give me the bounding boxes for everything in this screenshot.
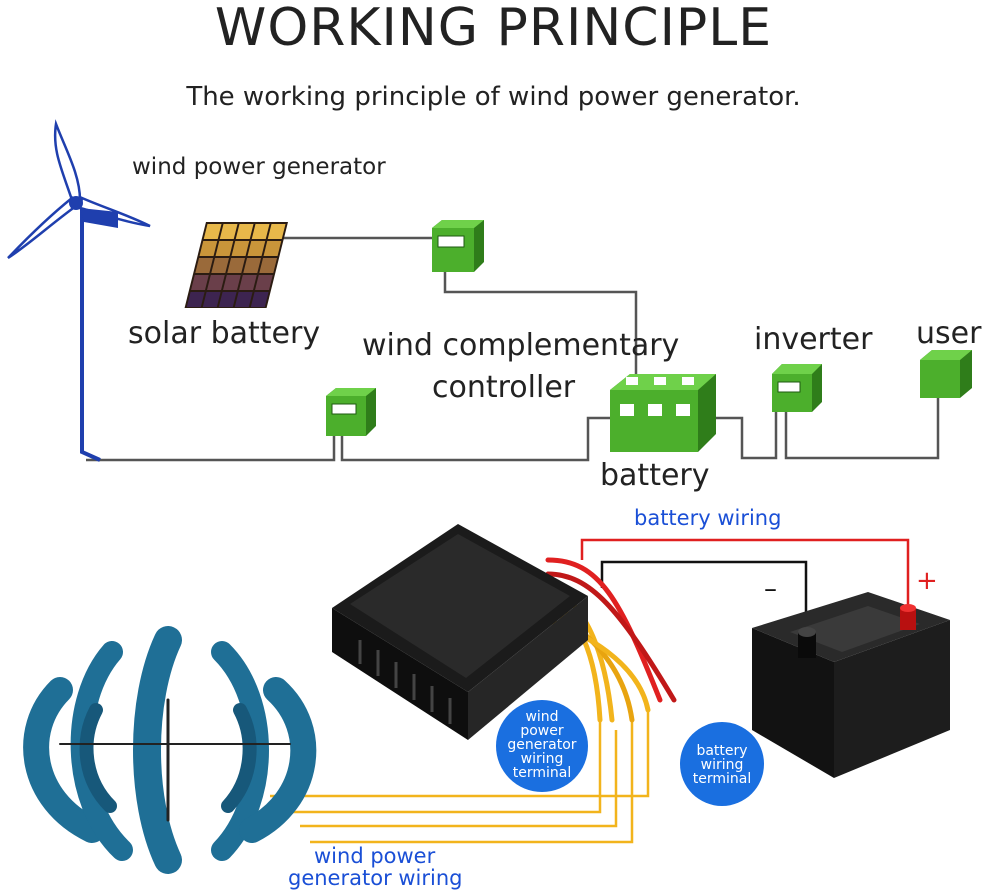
solar-cell — [231, 241, 250, 256]
user-box-icon — [920, 350, 972, 398]
label-plus: + — [916, 566, 938, 596]
controller-box-icon — [432, 220, 484, 272]
label-battery-wiring: battery wiring — [634, 506, 782, 530]
solar-cell — [251, 224, 270, 239]
page-subtitle: The working principle of wind power gene… — [186, 82, 801, 112]
charge-controller-icon — [332, 524, 588, 740]
solar-cell — [239, 275, 257, 290]
label-wind-power: wind power — [314, 844, 436, 868]
inverter-box-icon — [772, 364, 822, 412]
lantern-turbine-icon — [23, 626, 317, 874]
solar-cell — [234, 292, 253, 307]
label-generator-terminal: wind power generator wiring terminal — [507, 709, 577, 781]
solar-cell — [195, 258, 214, 273]
solar-cell — [255, 275, 273, 290]
label-minus: – — [764, 574, 777, 604]
car-battery-icon — [752, 592, 950, 778]
solar-cell — [207, 275, 225, 290]
label-wind-power-generator: wind power generator — [132, 154, 386, 180]
solar-cell — [199, 241, 218, 256]
label-controller: controller — [432, 370, 576, 405]
solar-cell — [259, 258, 278, 273]
solar-cell — [203, 224, 222, 239]
generator-wires — [270, 710, 650, 844]
solar-cell — [191, 275, 209, 290]
label-wind-complementary: wind complementary — [362, 328, 680, 363]
label-inverter: inverter — [754, 322, 873, 357]
system-schematic — [7, 119, 972, 462]
label-user: user — [916, 316, 982, 351]
solar-cell — [250, 292, 269, 307]
solar-cell — [243, 258, 262, 273]
label-solar-battery: solar battery — [128, 316, 321, 351]
solar-cell — [267, 224, 286, 239]
page-title: WORKING PRINCIPLE — [214, 0, 773, 58]
label-battery: battery — [600, 458, 710, 493]
solar-cell — [219, 224, 238, 239]
schematic-wires — [86, 236, 940, 462]
solar-cell — [202, 292, 221, 307]
wind-turbine-icon — [7, 119, 151, 462]
solar-cell — [263, 241, 282, 256]
solar-cell — [211, 258, 230, 273]
solar-cell — [215, 241, 234, 256]
solar-cell — [235, 224, 254, 239]
solar-panel-icon — [184, 222, 288, 308]
solar-cell — [247, 241, 266, 256]
battery-wires — [580, 538, 910, 640]
label-battery-terminal: battery wiring terminal — [692, 743, 752, 787]
battery-box-icon — [610, 374, 716, 452]
solar-cell — [186, 292, 205, 307]
cable-bundle — [545, 557, 677, 723]
solar-cell — [218, 292, 237, 307]
solar-cell — [227, 258, 246, 273]
label-generator-wiring: generator wiring — [288, 866, 463, 890]
wind-controller-box-icon — [326, 388, 376, 436]
solar-cell — [223, 275, 241, 290]
